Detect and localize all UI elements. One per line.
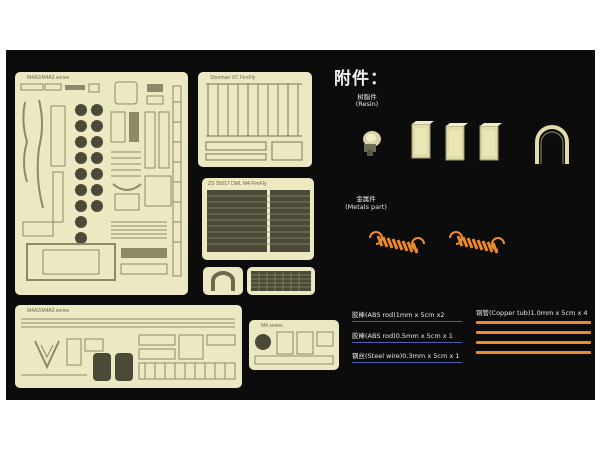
resin-label-en: (Resin) [355, 100, 379, 108]
resin-block-part-1 [411, 121, 434, 159]
copper-tube-1 [476, 321, 591, 324]
product-photo-panel: M4A2/M4A3 series [6, 50, 595, 400]
copper-tube-2 [476, 331, 591, 334]
resin-block-part-3 [479, 123, 502, 161]
photo-etch-fret-m4: M4 series [249, 320, 339, 370]
copper-tube-label: 铜管(Copper tub)1.0mm x 5cm x 4 [476, 309, 588, 317]
abs-rod-05mm-line [352, 342, 462, 343]
fret-lower-parts [21, 318, 236, 381]
fret-m4-parts [254, 331, 334, 365]
photo-etch-fret-lower: M4A2/M4A3 series [15, 305, 242, 388]
metal-label-en: (Metals part) [345, 203, 387, 211]
fret-mesh-parts [207, 190, 310, 252]
photo-etch-fret-firefly: Sherman VC FireFly [198, 72, 312, 167]
resin-block-part-2 [445, 123, 468, 161]
metal-label-cn: 金属件 [356, 195, 376, 203]
fret-label-mesh: ZS 35017 DML M4 FireFly [208, 181, 267, 187]
steel-wire-label: 钢丝(Steel wire)0.3mm x 5cm x 1 [352, 352, 460, 360]
fret-label-lower: M4A2/M4A3 series [27, 308, 70, 314]
fret-main-parts [20, 81, 182, 281]
photo-etch-fret-ring [203, 267, 243, 295]
fret-firefly-parts [205, 83, 303, 161]
metal-spring-1 [369, 231, 425, 254]
fret-label-m4: M4 series [261, 323, 283, 329]
photo-etch-fret-mesh: ZS 35017 DML M4 FireFly [202, 178, 314, 260]
resin-label-cn: 树脂件 [357, 93, 377, 101]
copper-tube-4 [476, 351, 591, 354]
accessories-title: 附件： [334, 69, 388, 89]
photo-etch-fret-grille [247, 267, 315, 295]
abs-rod-05mm-label: 胶棒(ABS rod)0.5mm x 5cm x 1 [352, 332, 453, 340]
photo-etch-fret-main: M4A2/M4A3 series [15, 72, 188, 295]
resin-lamp-part [363, 131, 381, 156]
metal-spring-2 [449, 231, 505, 254]
fret-ring-parts [211, 271, 235, 291]
resin-arch-part [535, 125, 569, 164]
steel-wire-line [352, 362, 462, 363]
fret-label-firefly: Sherman VC FireFly [210, 75, 256, 81]
abs-rod-1mm-label: 胶棒(ABS rod)1mm x 5cm x2 [352, 311, 445, 319]
copper-tube-3 [476, 341, 591, 344]
abs-rod-1mm-line [352, 321, 462, 322]
fret-grille-parts [251, 271, 311, 291]
fret-label-main: M4A2/M4A3 series [27, 75, 70, 81]
